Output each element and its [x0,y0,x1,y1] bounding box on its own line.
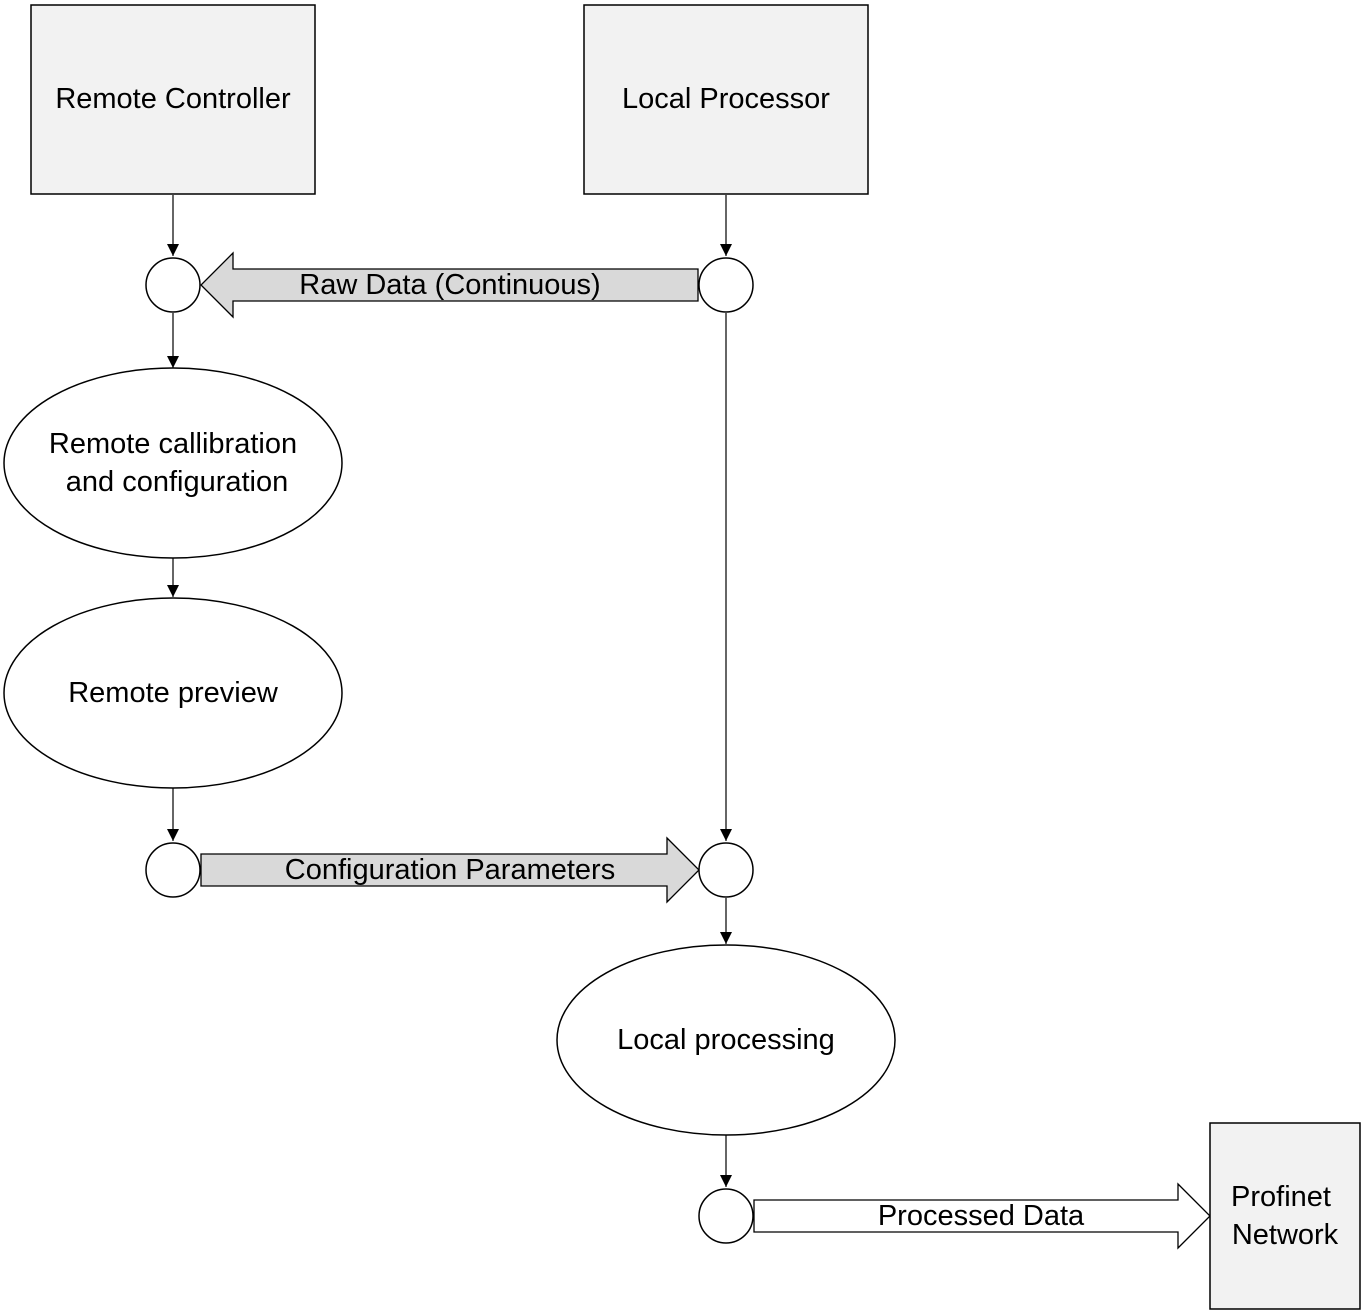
local-processor-rect [583,4,869,195]
remote-calibration-label-line1: Remote callibration [49,428,297,460]
local-processing-ellipse [556,944,896,1136]
configuration-parameters-flow-arrow[interactable]: Configuration Parameters [200,836,700,904]
connector-lines [167,195,732,1187]
junction-remote-bottom[interactable] [145,842,201,898]
local-processor-label: Local Processor [622,83,830,115]
configuration-parameters-label: Configuration Parameters [285,854,615,886]
remote-preview-ellipse [3,597,343,789]
junction-points [145,257,754,1244]
local-processing-process[interactable]: Local processing [556,944,896,1136]
remote-calibration-label-line2: and configuration [66,466,289,498]
local-processing-label: Local processing [617,1024,835,1056]
remote-controller-rect [30,4,316,195]
processed-data-flow-arrow[interactable]: Processed Data [753,1182,1211,1250]
remote-calibration-process[interactable]: Remote callibration and configuration [3,367,343,559]
junction-local-middle[interactable] [698,842,754,898]
remote-preview-process[interactable]: Remote preview [3,597,343,789]
raw-data-label: Raw Data (Continuous) [299,269,600,301]
remote-controller-label: Remote Controller [55,83,291,115]
remote-controller-box[interactable]: Remote Controller [30,4,316,195]
raw-data-arrow-shape [200,251,699,319]
remote-calibration-ellipse [3,367,343,559]
remote-preview-label: Remote preview [68,677,279,709]
local-processor-box[interactable]: Local Processor [583,4,869,195]
profinet-network-box[interactable]: Profinet Network [1209,1122,1361,1310]
configuration-parameters-arrow-shape [200,836,700,904]
junction-remote-top[interactable] [145,257,201,313]
junction-local-bottom[interactable] [698,1188,754,1244]
processed-data-arrow-shape [753,1182,1211,1250]
profinet-label-line1: Profinet [1231,1181,1331,1213]
processed-data-label: Processed Data [878,1200,1085,1232]
profinet-network-rect [1209,1122,1361,1310]
junction-local-top[interactable] [698,257,754,313]
profinet-label-line2: Network [1232,1219,1339,1251]
raw-data-flow-arrow[interactable]: Raw Data (Continuous) [200,251,699,319]
